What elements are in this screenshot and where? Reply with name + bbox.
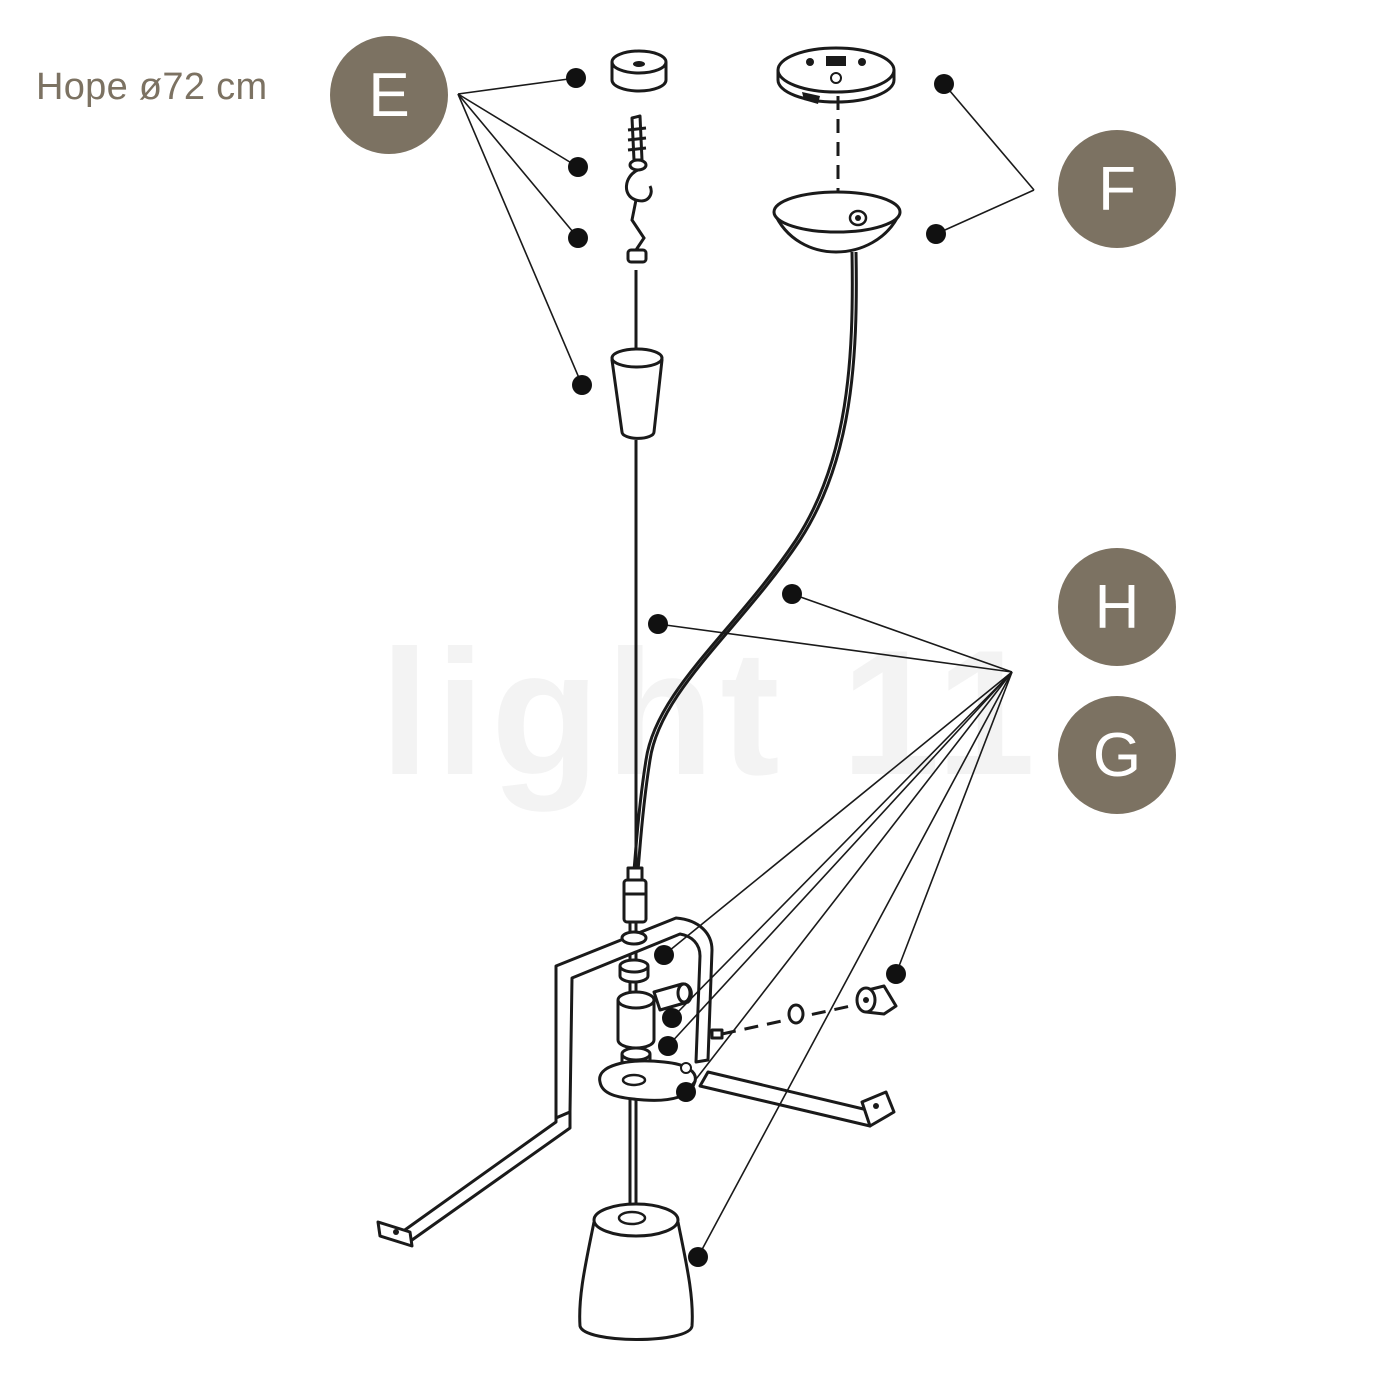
leaders-f: [935, 83, 1035, 235]
ceiling-canopy: [772, 190, 902, 254]
washer-top: [620, 930, 648, 946]
callout-dot-h1: [782, 584, 802, 604]
watermark: light 11: [380, 613, 1042, 812]
counterweight: [578, 1202, 694, 1341]
power-cable-edge: [632, 251, 854, 871]
badge-e: E: [330, 36, 448, 154]
lock-washer: [787, 1003, 805, 1025]
mounting-plate: [776, 46, 896, 104]
badge-f: F: [1058, 130, 1176, 248]
ceiling-hook: [625, 114, 653, 251]
badge-h: H: [1058, 548, 1176, 666]
product-title: Hope ø72 cm: [36, 66, 268, 108]
leaders-hg: [657, 593, 1013, 1258]
badge-g: G: [1058, 696, 1176, 814]
callout-dot-e4: [572, 375, 592, 395]
nut-upper: [618, 958, 650, 984]
callout-dot-g6: [688, 1247, 708, 1267]
callout-dot-g4: [676, 1082, 696, 1102]
bracket-frame: [376, 916, 896, 1248]
locking-knob: [855, 984, 898, 1016]
screw-pin: [710, 1028, 724, 1040]
callout-dot-f2: [926, 224, 946, 244]
callout-dot-g2: [662, 1008, 682, 1028]
callout-dot-g5: [886, 964, 906, 984]
canopy-cone: [610, 347, 664, 440]
callout-dot-h2: [648, 614, 668, 634]
wire-gripper: [626, 248, 648, 264]
leaders-e: [457, 77, 583, 386]
ceiling-anchor-cap: [610, 49, 668, 93]
power-cable: [636, 251, 858, 871]
callout-dot-e3: [568, 228, 588, 248]
callout-dot-f1: [934, 74, 954, 94]
callout-dot-g1: [654, 945, 674, 965]
callout-dots: [566, 68, 954, 1267]
base-plate: [598, 1059, 697, 1102]
callout-dot-g3: [658, 1036, 678, 1056]
callout-dot-e1: [566, 68, 586, 88]
cable-connector: [622, 866, 648, 924]
callout-dot-e2: [568, 157, 588, 177]
